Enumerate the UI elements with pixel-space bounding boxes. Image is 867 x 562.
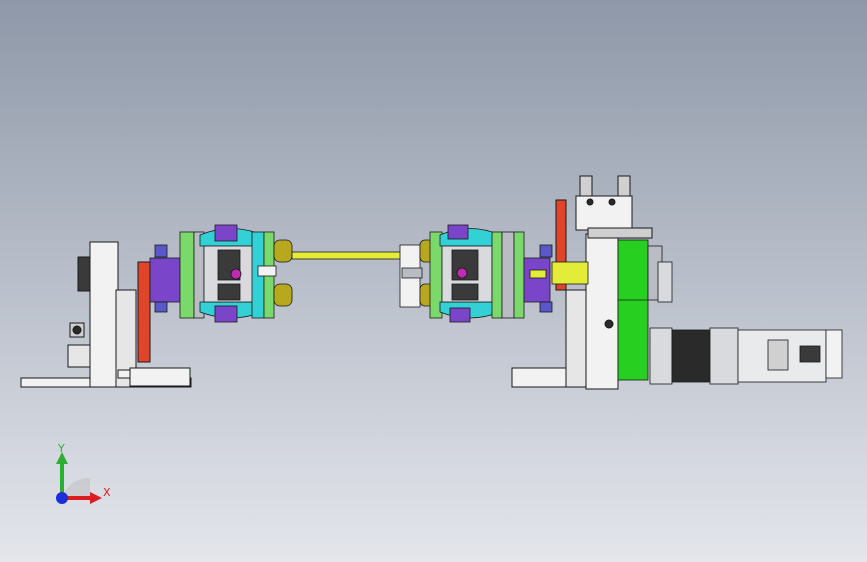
drive-shaft (551, 261, 589, 285)
right-red-plate (555, 199, 567, 291)
drive-pulley (617, 239, 673, 381)
servo-motor (649, 327, 843, 385)
triad-xz-arc (62, 477, 90, 498)
triad-z-axis (56, 492, 68, 504)
coordinate-triad (56, 452, 102, 504)
right-gripper-head (399, 224, 553, 323)
triad-x-label: X (103, 486, 111, 499)
left-red-plate (137, 261, 151, 363)
left-support-bracket (20, 241, 192, 388)
connecting-shaft (291, 251, 417, 260)
right-support-bracket (511, 175, 653, 390)
triad-y-label: Y (58, 442, 65, 455)
left-gripper-head (149, 224, 293, 323)
